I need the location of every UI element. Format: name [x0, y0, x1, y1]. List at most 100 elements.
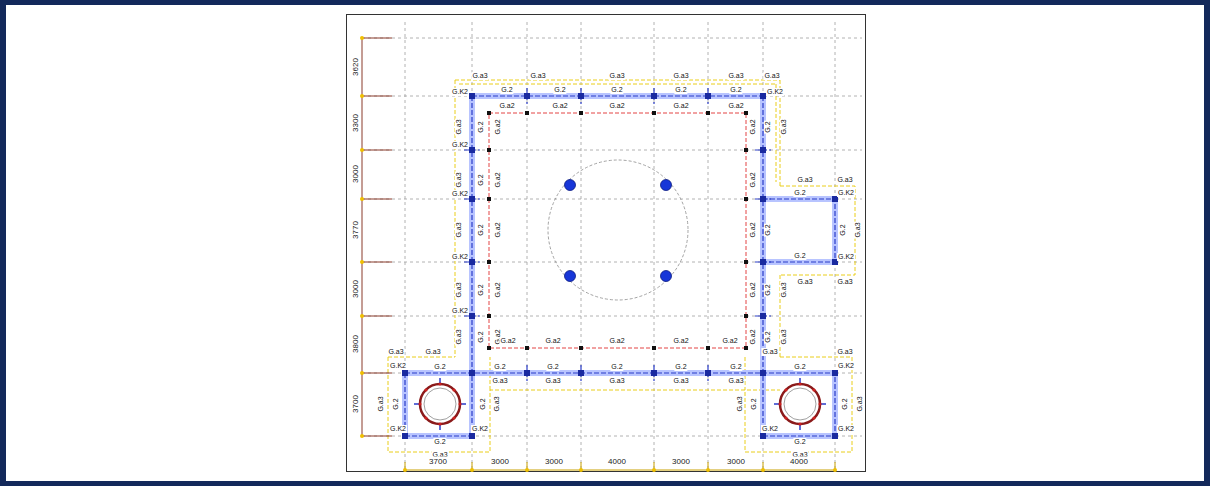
beam-label: G.a3	[780, 281, 788, 298]
beam-label: G.2	[674, 86, 687, 94]
beam-label: G.2	[674, 363, 687, 371]
beam-label: G.2	[793, 438, 806, 446]
dimension-text: 3800	[351, 334, 360, 354]
dimension-text: 3300	[351, 113, 360, 133]
beam-label: G.a3	[836, 176, 853, 184]
beam-label: G.a3	[780, 328, 788, 345]
dimension-text: 3000	[490, 457, 510, 466]
beam-label: G.a2	[672, 102, 689, 110]
beam-label: G.2	[500, 86, 513, 94]
beam-label: G.a3	[856, 395, 864, 412]
beam-label: G.a2	[727, 102, 744, 110]
ring-dots	[418, 382, 821, 425]
dimension-text: 4000	[789, 457, 809, 466]
beam-label: G.K2	[471, 425, 489, 433]
beam-label: G.2	[477, 223, 485, 236]
stair-rings	[414, 378, 826, 430]
beam-label: G.a2	[494, 221, 502, 238]
beam-label: G.a2	[672, 337, 689, 345]
beam-label: G.2	[477, 120, 485, 133]
columns	[402, 93, 838, 439]
beam-label: G.2	[477, 330, 485, 343]
beam-label: G.2	[433, 438, 446, 446]
beam-label: G.a2	[749, 281, 757, 298]
secondary-beams	[388, 80, 855, 452]
dimension-text: 3000	[351, 164, 360, 184]
beam-label: G.K2	[761, 425, 779, 433]
beam-label: G.2	[610, 363, 623, 371]
beam-label: G.2	[610, 86, 623, 94]
beam-label: G.2	[729, 86, 742, 94]
beam-label: G.K2	[389, 425, 407, 433]
beam-label: G.a2	[494, 118, 502, 135]
beam-label: G.a2	[721, 337, 738, 345]
round-columns	[565, 180, 672, 282]
beam-label: G.a3	[763, 72, 780, 80]
beam-label: G.a2	[494, 281, 502, 298]
beam-label: G.a3	[854, 221, 862, 238]
beam-label: G.K2	[451, 141, 469, 149]
beam-label: G.a3	[672, 72, 689, 80]
dimension-text: 3700	[428, 457, 448, 466]
dimension-text: 3700	[351, 394, 360, 414]
beam-label: G.a3	[727, 72, 744, 80]
beam-label: G.a3	[493, 395, 501, 412]
beam-label: G.2	[793, 189, 806, 197]
dimension-text: 4000	[607, 457, 627, 466]
beam-label: G.2	[764, 223, 772, 236]
main-beam-band	[405, 96, 835, 436]
beam-label: G.2	[764, 120, 772, 133]
beam-label: G.2	[477, 173, 485, 186]
beam-label: G.K2	[451, 307, 469, 315]
beam-label: G.K2	[451, 253, 469, 261]
beam-label: G.a3	[424, 348, 441, 356]
beam-label: G.2	[546, 363, 559, 371]
posts	[487, 111, 748, 350]
beam-label: G.a2	[544, 337, 561, 345]
beam-label: G.a3	[672, 377, 689, 385]
beam-label: G.2	[793, 363, 806, 371]
beam-label: G.a3	[455, 281, 463, 298]
beam-label: G.a3	[608, 377, 625, 385]
grid-lines	[362, 22, 862, 470]
beam-label: G.2	[841, 397, 849, 410]
beam-label: G.2	[764, 330, 772, 343]
dimension-text: 3000	[726, 457, 746, 466]
beam-label: G.2	[477, 283, 485, 296]
dimension-text: 3000	[544, 457, 564, 466]
beam-label: G.K2	[451, 190, 469, 198]
main-beams	[405, 88, 835, 436]
beam-label: G.a3	[780, 118, 788, 135]
beam-label: G.a2	[749, 221, 757, 238]
beam-label: G.2	[750, 397, 758, 410]
beam-label: G.a3	[544, 377, 561, 385]
beam-label: G.a2	[551, 102, 568, 110]
beam-label: G.a3	[455, 221, 463, 238]
beam-label: G.a3	[796, 176, 813, 184]
beam-label: G.a2	[749, 118, 757, 135]
beam-label: G.2	[392, 397, 400, 410]
beam-label: G.2	[839, 223, 847, 236]
beam-label: G.K2	[837, 362, 855, 370]
beam-label: G.a2	[499, 337, 516, 345]
beam-label: G.a3	[455, 118, 463, 135]
beam-label: G.a3	[471, 72, 488, 80]
beam-label: G.2	[764, 283, 772, 296]
beam-label: G.K2	[837, 425, 855, 433]
beam-label: G.a3	[727, 377, 744, 385]
dimension-text: 3000	[351, 279, 360, 299]
dimension-lines	[360, 36, 837, 472]
beam-label: G.a3	[836, 348, 853, 356]
beam-label: G.a3	[455, 171, 463, 188]
inner-beams	[489, 113, 746, 348]
beam-label: G.2	[493, 363, 506, 371]
beam-label: G.a3	[529, 72, 546, 80]
beam-label: G.a2	[498, 102, 515, 110]
beam-label: G.a2	[608, 337, 625, 345]
dimension-text: 3000	[671, 457, 691, 466]
beam-label: G.K2	[837, 253, 855, 261]
beam-label: G.a2	[749, 328, 757, 345]
beam-label: G.a3	[387, 348, 404, 356]
